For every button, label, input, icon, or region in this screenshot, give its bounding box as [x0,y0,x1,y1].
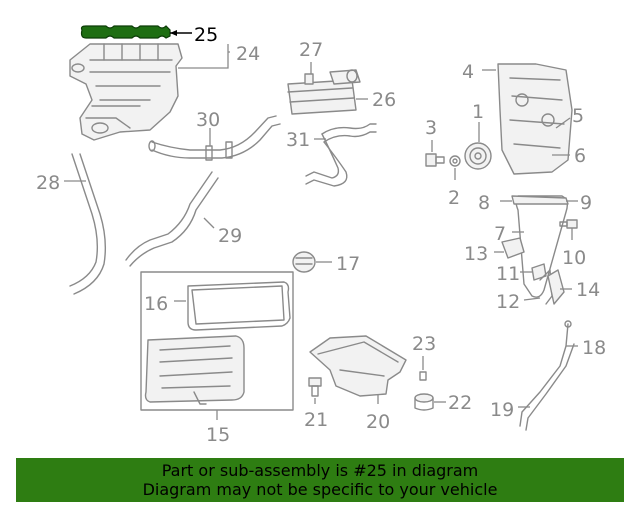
callout-19[interactable]: 19 [490,399,514,421]
callout-31[interactable]: 31 [286,129,310,151]
part-11-chain-tensioner[interactable] [531,263,547,281]
part-29-hose[interactable] [125,171,219,267]
part-19-dipstick-tube[interactable] [525,343,575,431]
callout-28[interactable]: 28 [36,172,60,194]
leader-24 [178,44,230,69]
callout-12[interactable]: 12 [496,291,520,313]
callout-22[interactable]: 22 [448,392,472,414]
callout-5[interactable]: 5 [572,105,584,127]
part-17-cap[interactable] [292,251,316,273]
callout-2[interactable]: 2 [448,187,460,209]
callout-18[interactable]: 18 [582,337,606,359]
part-16-gasket[interactable] [187,281,291,331]
part-8-chain-guide[interactable] [511,195,569,205]
callout-20[interactable]: 20 [366,411,390,433]
callout-26[interactable]: 26 [372,89,396,111]
callout-1[interactable]: 1 [472,101,484,123]
part-27-fitting[interactable] [304,73,314,85]
part-18-dipstick[interactable] [519,320,572,427]
callout-25[interactable]: 25 [194,24,218,46]
leader-29 [203,217,215,229]
callout-8[interactable]: 8 [478,192,490,214]
callout-4[interactable]: 4 [462,61,474,83]
callout-9[interactable]: 9 [580,192,592,214]
callout-7[interactable]: 7 [494,223,506,245]
part-2-washer[interactable] [449,155,461,167]
part-25-gasket[interactable] [80,25,171,39]
part-26-oil-filter-housing[interactable] [287,69,361,115]
part-24-intake-manifold[interactable] [69,43,183,141]
callout-16[interactable]: 16 [144,293,168,315]
callout-13[interactable]: 13 [464,243,488,265]
part-14-guide[interactable] [547,269,565,305]
callout-29[interactable]: 29 [218,225,242,247]
callout-30[interactable]: 30 [196,109,220,131]
callout-14[interactable]: 14 [576,279,600,301]
part-30-hose[interactable] [148,115,281,161]
callout-21[interactable]: 21 [304,409,328,431]
callout-27[interactable]: 27 [299,39,323,61]
part-21-bolt[interactable] [308,377,322,397]
part-1-crank-pulley[interactable] [464,142,492,170]
callout-23[interactable]: 23 [412,333,436,355]
part-13-tensioner-bracket[interactable] [501,237,525,259]
callout-24[interactable]: 24 [236,43,260,65]
callout-6[interactable]: 6 [574,145,586,167]
arrow-25 [170,30,177,36]
leader-5 [555,117,571,129]
banner-line-2: Diagram may not be specific to your vehi… [142,480,498,499]
part-31-hose[interactable] [305,123,377,187]
part-15-valve-cover[interactable] [144,335,245,405]
callout-3[interactable]: 3 [425,117,437,139]
part-22-oil-filter[interactable] [414,393,434,411]
part-23-drain-plug[interactable] [419,371,427,381]
callout-10[interactable]: 10 [562,247,586,269]
callout-17[interactable]: 17 [336,253,360,275]
part-28-tube[interactable] [69,153,107,295]
part-3-bolt[interactable] [425,153,445,167]
part-4-timing-cover[interactable] [497,63,573,175]
leader-12 [523,297,541,301]
banner-line-1: Part or sub-assembly is #25 in diagram [161,461,479,480]
callout-11[interactable]: 11 [496,263,520,285]
part-20-oil-pan[interactable] [309,335,407,397]
info-banner: Part or sub-assembly is #25 in diagram D… [16,458,624,502]
callout-15[interactable]: 15 [206,424,230,446]
